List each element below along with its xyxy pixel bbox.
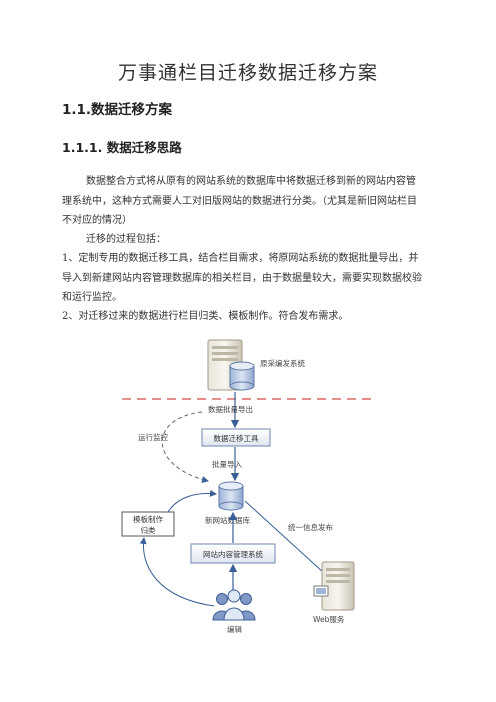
document-title: 万事通栏目迁移数据迁移方案 bbox=[117, 62, 378, 84]
editor-template-curve bbox=[139, 537, 215, 607]
publish-line bbox=[244, 500, 325, 574]
new-database-icon bbox=[218, 481, 244, 511]
paragraph-intro: 数据整合方式将从原有的网站系统的数据库中将数据迁移到新的网站内容管理系统中，这种… bbox=[62, 176, 417, 226]
section-heading: 1.1.数据迁移方案 bbox=[62, 102, 173, 118]
subsection-heading: 1.1.1. 数据迁移思路 bbox=[62, 140, 182, 155]
new-database-label: 新网站数据库 bbox=[205, 515, 250, 525]
web-server-icon bbox=[313, 561, 355, 611]
editor-group-icon bbox=[212, 589, 256, 621]
web-service-label: Web服务 bbox=[313, 614, 345, 624]
cms-box bbox=[190, 543, 276, 564]
old-database-icon bbox=[229, 361, 255, 391]
batch-import-label: 批量导入 bbox=[212, 459, 242, 469]
monitor-curve bbox=[161, 411, 209, 483]
paragraph-step-1: 1、定制专用的数据迁移工具，结合栏目需求，将原网站系统的数据批量导出，并导入到新… bbox=[62, 253, 422, 303]
migration-diagram: 原采编发系统 数据批量导出 运行监控 数据迁移工具 批量导入 新网站数据库 模板… bbox=[118, 336, 378, 636]
template-label-line1: 模板制作 bbox=[133, 514, 163, 524]
template-box bbox=[121, 511, 175, 537]
monitor-label: 运行监控 bbox=[138, 432, 168, 442]
migration-tool-box bbox=[201, 428, 271, 447]
template-arrow bbox=[167, 489, 217, 513]
paragraph-step-2: 2、对迁移过来的数据进行栏目归类、模板制作。符合发布需求。 bbox=[62, 311, 349, 322]
migration-tool-label: 数据迁移工具 bbox=[214, 433, 259, 443]
paragraph-process: 迁移的过程包括： bbox=[86, 234, 166, 245]
batch-export-label: 数据批量导出 bbox=[208, 404, 253, 414]
publish-label: 统一信息发布 bbox=[288, 522, 333, 532]
old-system-label: 原采编发系统 bbox=[260, 358, 305, 368]
cms-label: 网站内容管理系统 bbox=[203, 549, 263, 559]
editor-label: 编辑 bbox=[227, 624, 242, 634]
template-label-line2: 归类 bbox=[141, 525, 156, 535]
